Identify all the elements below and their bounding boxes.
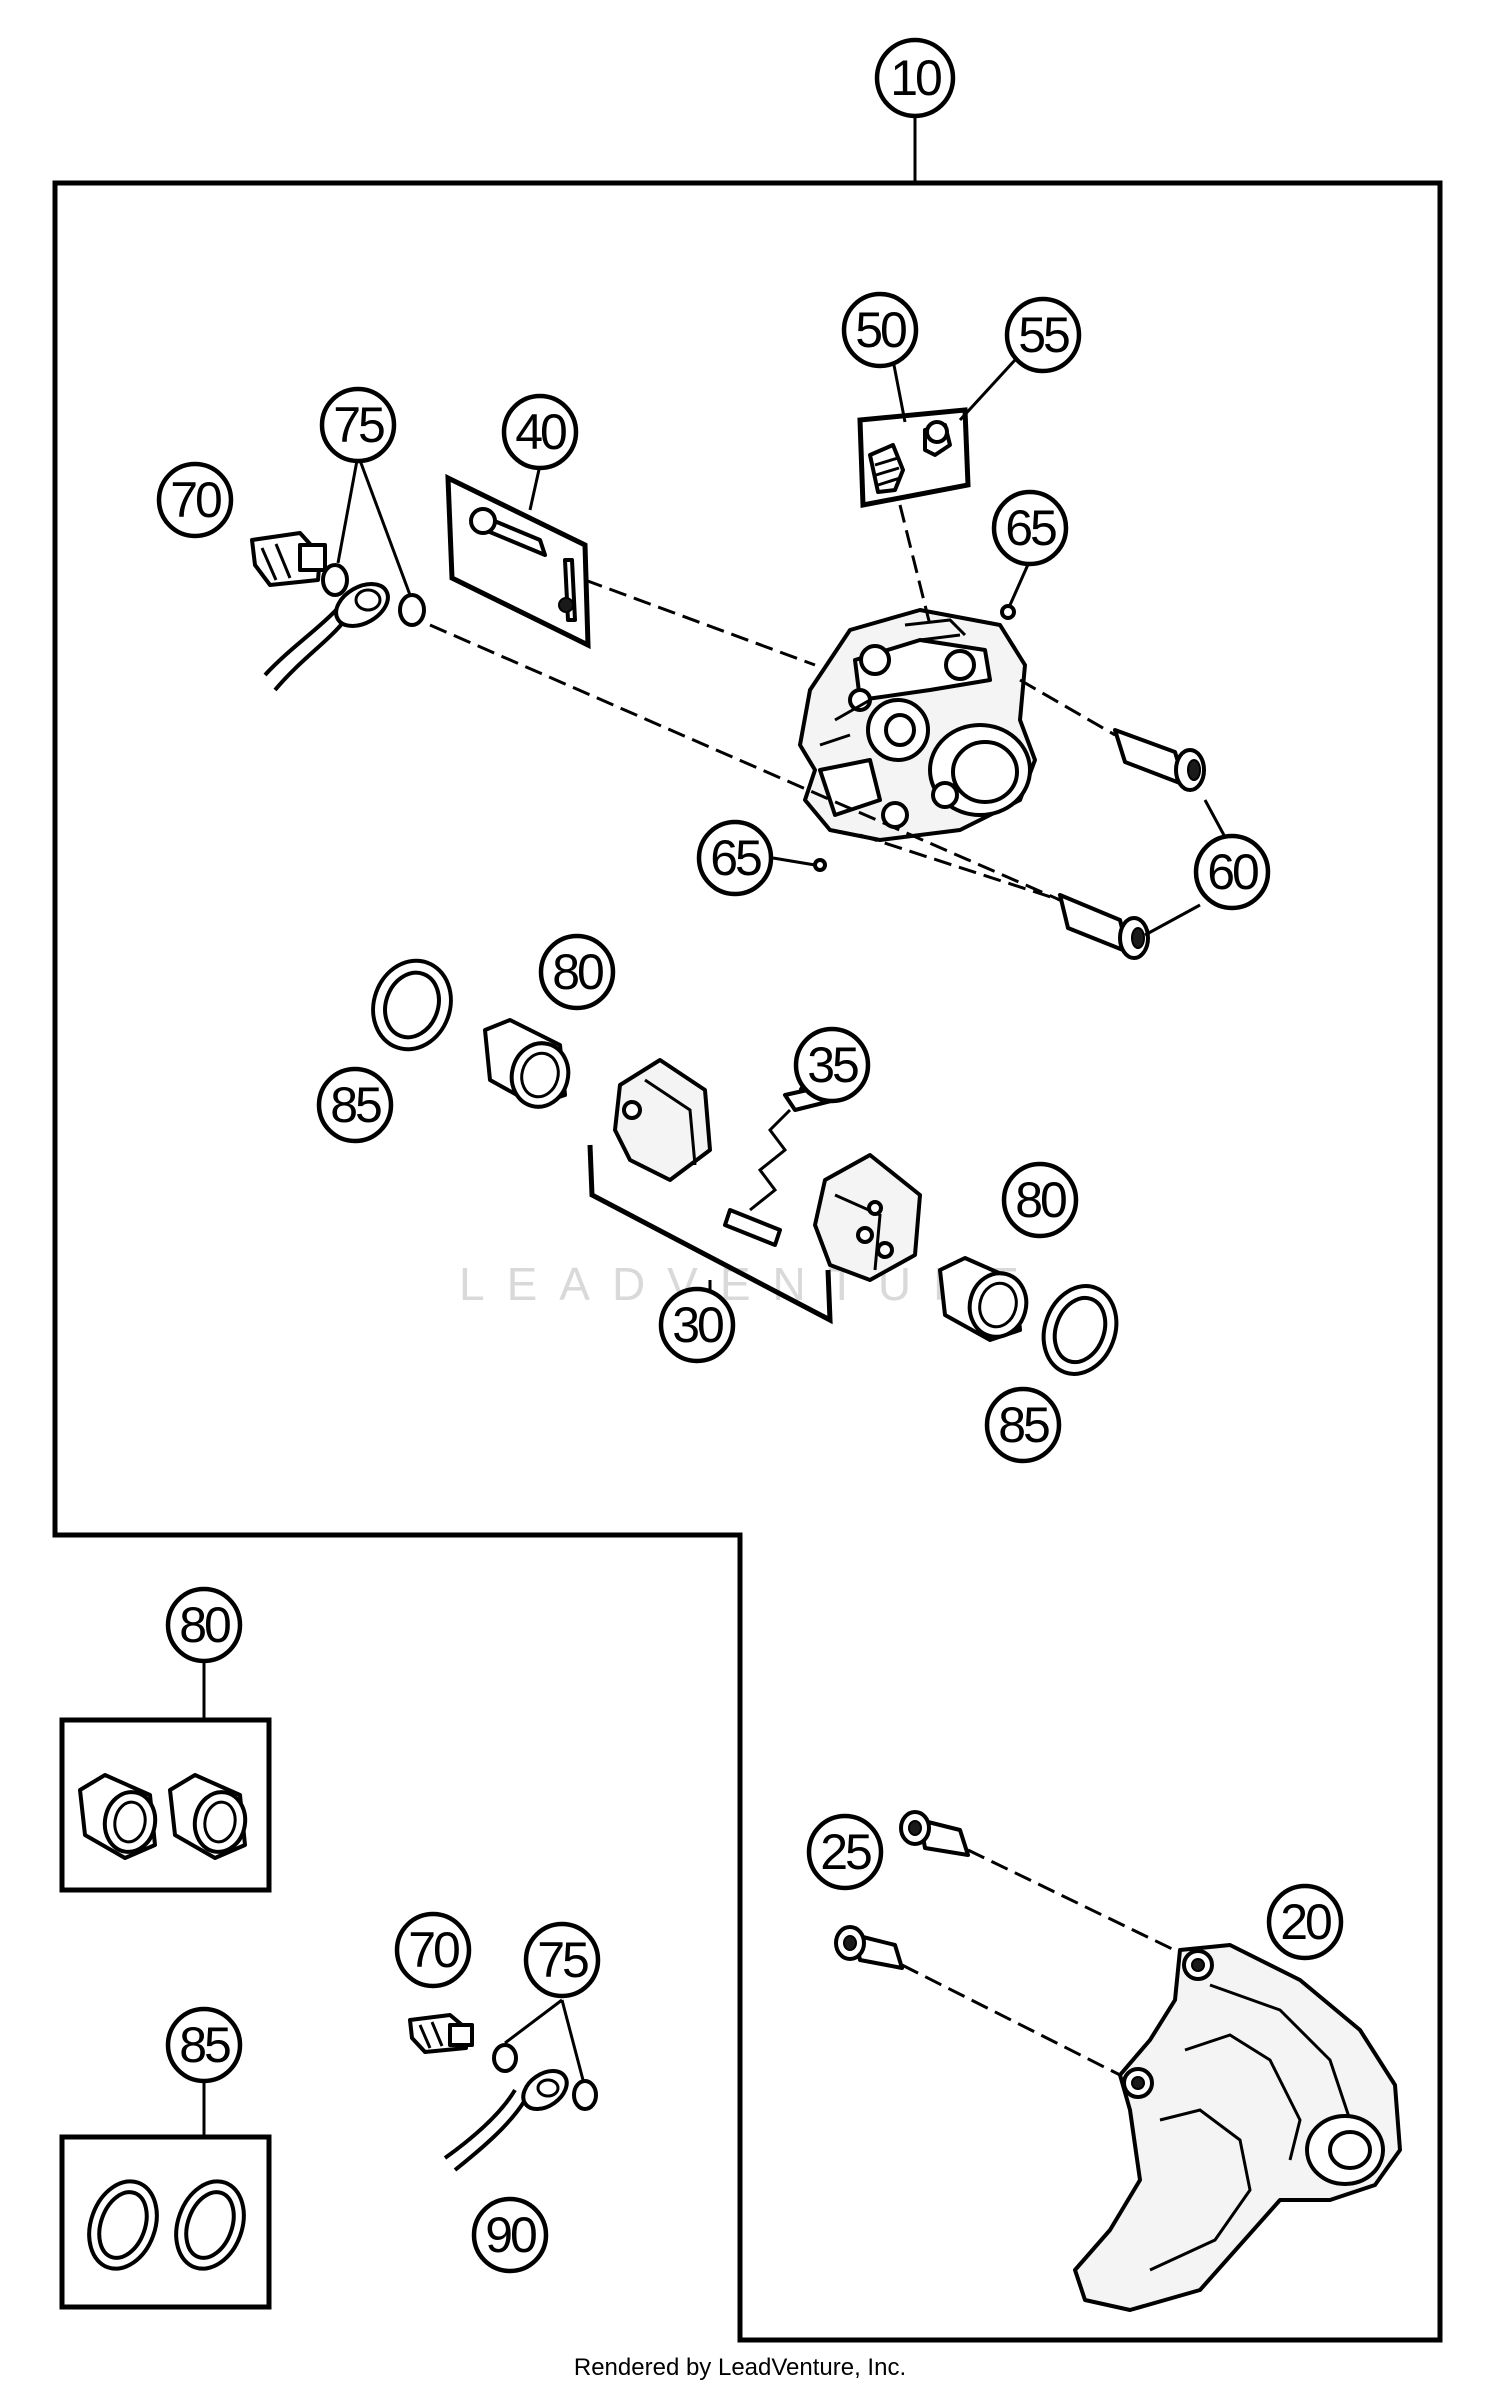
seal-85-top (371, 958, 453, 1052)
brake-hose-top (263, 582, 390, 692)
caliper-body (798, 608, 1037, 842)
assembly-line-6 (967, 1848, 1196, 1962)
svg-text:60: 60 (1207, 844, 1258, 900)
svg-text:75: 75 (537, 1932, 588, 1988)
svg-text:70: 70 (170, 472, 221, 528)
assembly-line-2 (584, 578, 816, 667)
svg-text:85: 85 (330, 1077, 381, 1133)
assembly-line-7 (901, 1963, 1131, 2082)
seal-85-mid (1041, 1284, 1119, 1376)
callout-80-top: 80 (538, 933, 616, 1011)
bleeder-kit-50 (857, 407, 971, 509)
kit-box-85 (59, 2134, 272, 2310)
callout-65-mid: 65 (696, 819, 774, 897)
callout-30: 30 (658, 1286, 736, 1364)
callout-80-mid: 80 (1001, 1161, 1079, 1239)
svg-text:10: 10 (890, 50, 941, 106)
leader-75-bottom-a (504, 1998, 563, 2045)
callout-70-top: 70 (156, 461, 234, 539)
pin-kit-40 (445, 473, 591, 650)
callout-85-top: 85 (316, 1066, 394, 1144)
callout-90: 90 (471, 2196, 549, 2274)
svg-text:70: 70 (408, 1922, 459, 1978)
svg-text:80: 80 (552, 944, 603, 1000)
svg-text:50: 50 (855, 302, 906, 358)
leader-75-top-a (336, 454, 360, 564)
credit-text: Rendered by LeadVenture, Inc. (574, 2354, 906, 2381)
callout-80-kit: 80 (165, 1586, 243, 1664)
svg-text:65: 65 (1005, 500, 1056, 556)
assembly-line-3 (1019, 678, 1116, 737)
svg-text:75: 75 (333, 397, 384, 453)
kit-box-80 (59, 1717, 272, 1893)
bleeder-cap-65-mid (813, 858, 827, 872)
sealing-rings-75-top (321, 563, 426, 627)
guide-pins-60 (1058, 728, 1206, 960)
watermark: LEADVENTURE (459, 1258, 1041, 1310)
callout-35: 35 (793, 1026, 871, 1104)
callout-40: 40 (501, 393, 579, 471)
svg-text:25: 25 (820, 1824, 871, 1880)
callout-65-top: 65 (991, 489, 1069, 567)
callout-55: 55 (1004, 296, 1082, 374)
svg-text:55: 55 (1018, 307, 1069, 363)
bolts-25 (834, 1810, 970, 1970)
leader-75-bottom-b (560, 1999, 585, 2081)
svg-text:80: 80 (1015, 1172, 1066, 1228)
svg-text:65: 65 (710, 830, 761, 886)
svg-text:80: 80 (179, 1597, 230, 1653)
kit-80-pistons (78, 1773, 248, 1860)
banjo-bolt-70-bottom (408, 2013, 474, 2054)
brake-hose-90 (443, 2068, 569, 2172)
callout-60: 60 (1193, 833, 1271, 911)
sealing-rings-75-bottom (492, 2043, 598, 2111)
banjo-bolt-70-top (250, 531, 327, 587)
callout-10: 10 (874, 37, 956, 119)
svg-text:40: 40 (515, 404, 566, 460)
leader-60-b (1144, 903, 1201, 937)
svg-text:85: 85 (179, 2017, 230, 2073)
leader-50 (891, 359, 907, 423)
kit-85-seals (87, 2179, 246, 2271)
callout-20: 20 (1266, 1883, 1344, 1961)
leader-75-top-b (356, 454, 412, 596)
svg-text:90: 90 (485, 2207, 536, 2263)
piston-80-mid (938, 1256, 1029, 1342)
svg-text:20: 20 (1280, 1894, 1331, 1950)
bleeder-cap-65-top (1000, 604, 1016, 620)
leader-55 (958, 358, 1017, 422)
assembly-line-5 (859, 833, 1061, 902)
assembly-line-1 (429, 623, 1061, 902)
leader-65-top (1008, 559, 1032, 606)
brake-pads-30 (587, 1058, 922, 1325)
svg-text:35: 35 (807, 1037, 858, 1093)
callout-50: 50 (841, 291, 919, 369)
callout-70-bottom: 70 (394, 1911, 472, 1989)
caliper-bracket-20 (1073, 1943, 1402, 2312)
leader-40 (528, 464, 542, 511)
piston-80-top (483, 1018, 571, 1109)
assembly-line-4 (898, 504, 932, 626)
callout-85-kit: 85 (165, 2006, 243, 2084)
callout-75-bottom: 75 (523, 1921, 601, 1999)
callout-25: 25 (806, 1813, 884, 1891)
callout-75-top: 75 (319, 386, 397, 464)
assembly-frame (52, 180, 1443, 2343)
callout-85-mid: 85 (984, 1386, 1062, 1464)
leader-65-mid (772, 856, 816, 867)
svg-text:30: 30 (672, 1297, 723, 1353)
svg-text:85: 85 (998, 1397, 1049, 1453)
